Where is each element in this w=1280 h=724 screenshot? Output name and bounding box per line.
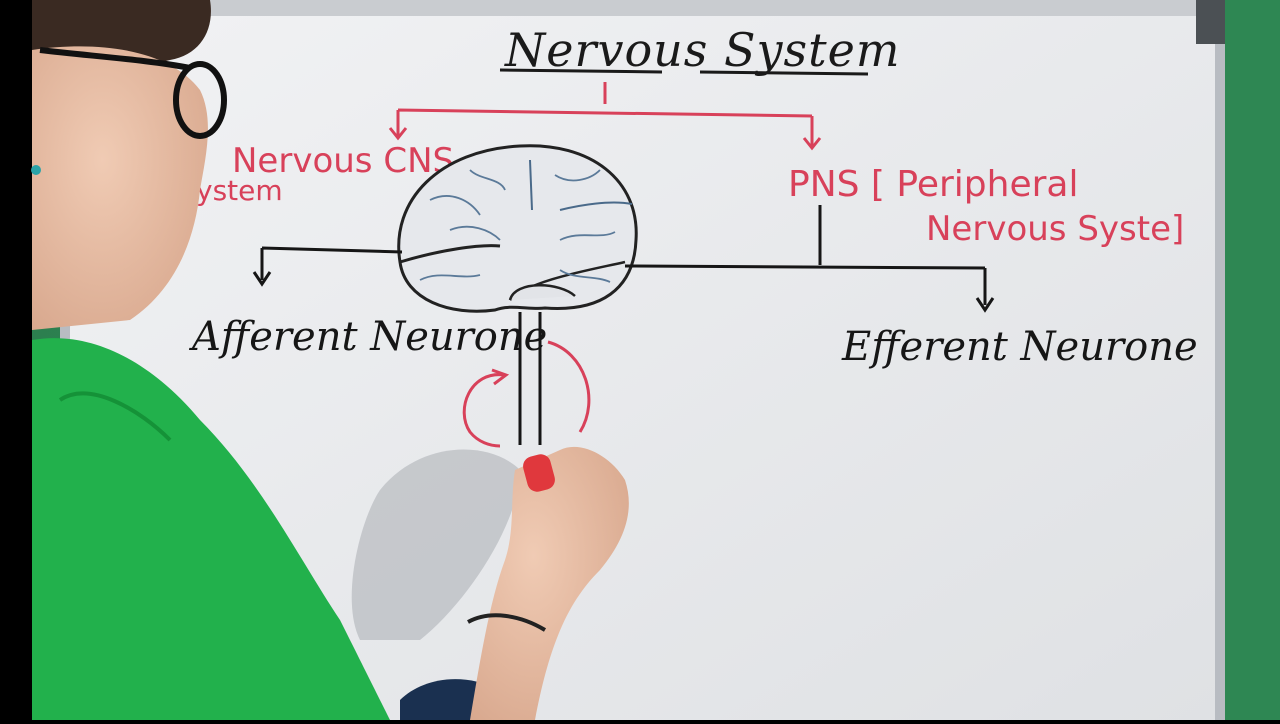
title-text: Nervous System xyxy=(504,23,900,77)
afferent-label: Afferent Neurone xyxy=(188,314,547,360)
top-rail xyxy=(60,0,1225,16)
right-wall-strip xyxy=(1225,0,1280,720)
pns-label-line2: Nervous Syste] xyxy=(926,209,1184,249)
cns-label-line2: ystem xyxy=(196,174,283,207)
left-letterbox xyxy=(0,0,32,720)
efferent-label: Efferent Neurone xyxy=(841,324,1198,370)
pns-label-line1: PNS [ Peripheral xyxy=(788,164,1078,205)
rail-bracket xyxy=(1196,0,1228,44)
